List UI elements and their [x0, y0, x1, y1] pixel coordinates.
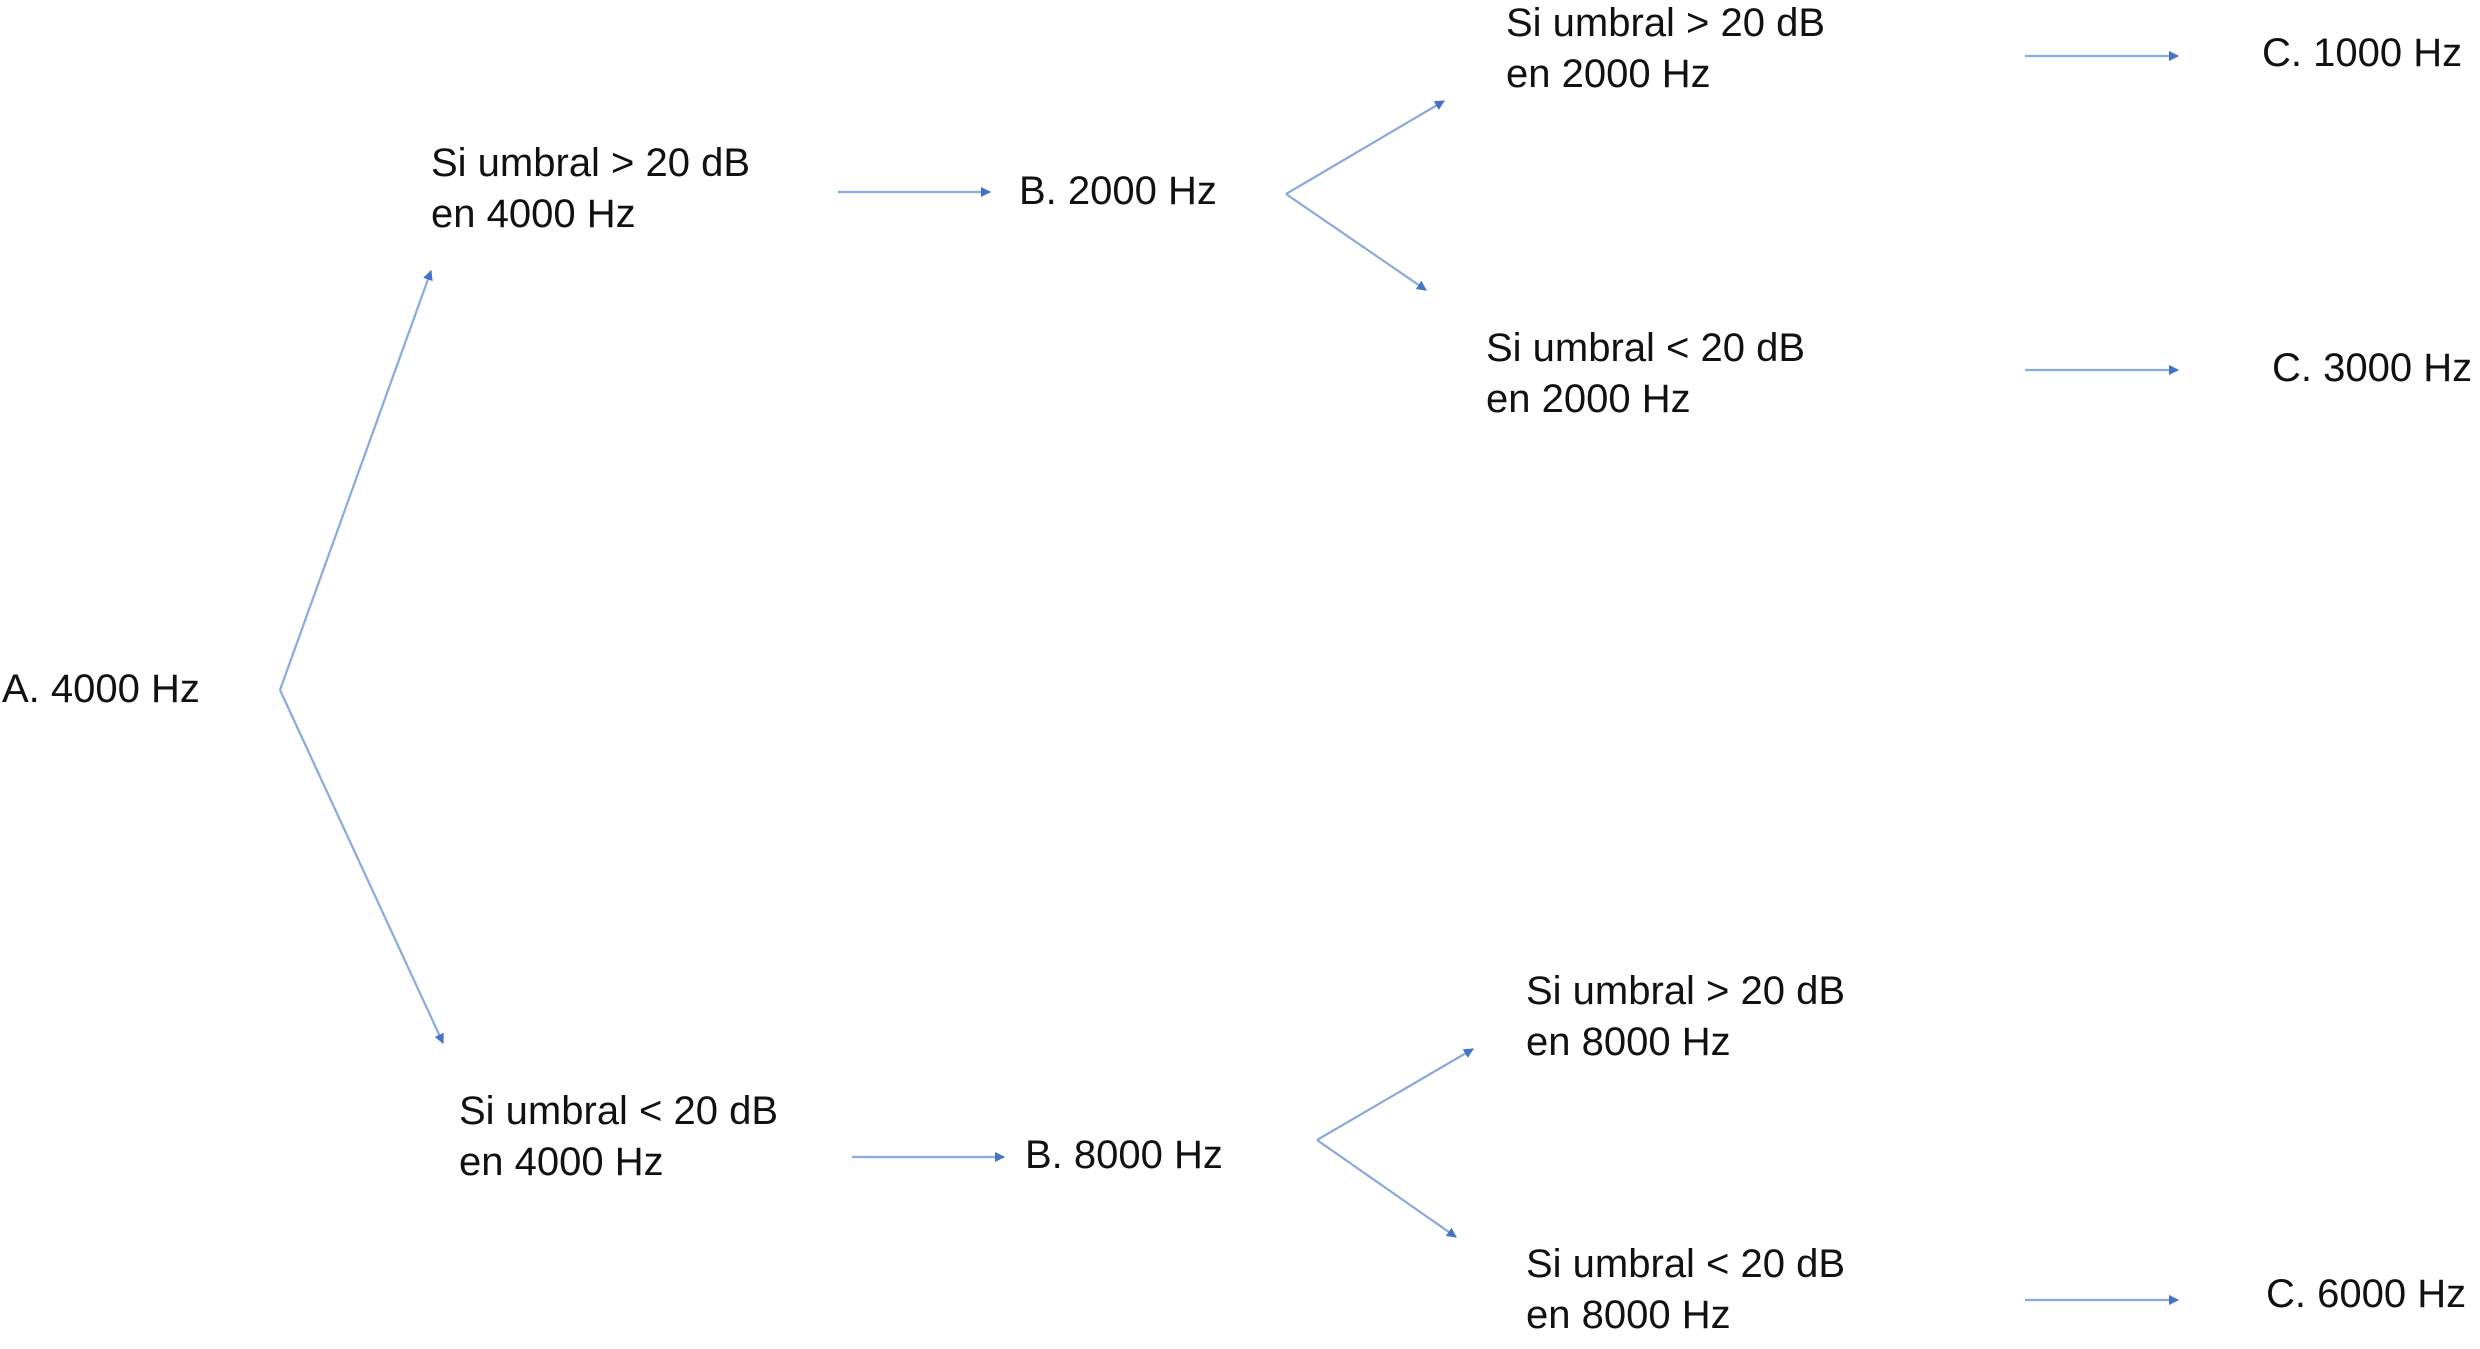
condition-line: en 4000 Hz	[459, 1140, 664, 1184]
b-8000-node: B. 8000 Hz	[1025, 1133, 1223, 1177]
c-3000-node: C. 3000 Hz	[2272, 346, 2473, 390]
condition-line: Si umbral > 20 dB	[431, 141, 751, 185]
upper-condition-node: Si umbral > 20 dB en 4000 Hz	[431, 138, 750, 240]
condition-line: Si umbral < 20 dB	[1486, 326, 1806, 370]
condition-line: en 2000 Hz	[1506, 52, 1711, 96]
b-2000-node: B. 2000 Hz	[1019, 169, 1217, 213]
arrow-root-to-upper	[278, 270, 433, 691]
arrow-root-to-lower	[279, 689, 444, 1044]
root-node: A. 4000 Hz	[2, 667, 200, 711]
lower-condition-node: Si umbral < 20 dB en 4000 Hz	[459, 1086, 778, 1188]
arrow-b2000-to-lt	[1285, 193, 1427, 291]
lower-lt-condition-node: Si umbral < 20 dB en 8000 Hz	[1526, 1239, 1845, 1341]
arrow-b2000-to-gt	[1285, 100, 1445, 195]
upper-gt-condition-node: Si umbral > 20 dB en 2000 Hz	[1506, 0, 1825, 100]
condition-line: en 8000 Hz	[1526, 1293, 1731, 1337]
lower-gt-condition-node: Si umbral > 20 dB en 8000 Hz	[1526, 966, 1845, 1068]
condition-line: en 8000 Hz	[1526, 1020, 1731, 1064]
arrow-b8000-to-lt	[1316, 1139, 1457, 1238]
upper-lt-condition-node: Si umbral < 20 dB en 2000 Hz	[1486, 323, 1805, 425]
condition-line: Si umbral > 20 dB	[1526, 969, 1846, 1013]
condition-line: Si umbral < 20 dB	[459, 1089, 779, 1133]
condition-line: en 4000 Hz	[431, 192, 636, 236]
condition-line: Si umbral > 20 dB	[1506, 1, 1826, 45]
condition-line: en 2000 Hz	[1486, 377, 1691, 421]
c-6000-node: C. 6000 Hz	[2266, 1272, 2467, 1316]
arrow-b8000-to-gt	[1316, 1048, 1474, 1141]
condition-line: Si umbral < 20 dB	[1526, 1242, 1846, 1286]
c-1000-node: C. 1000 Hz	[2262, 31, 2463, 75]
